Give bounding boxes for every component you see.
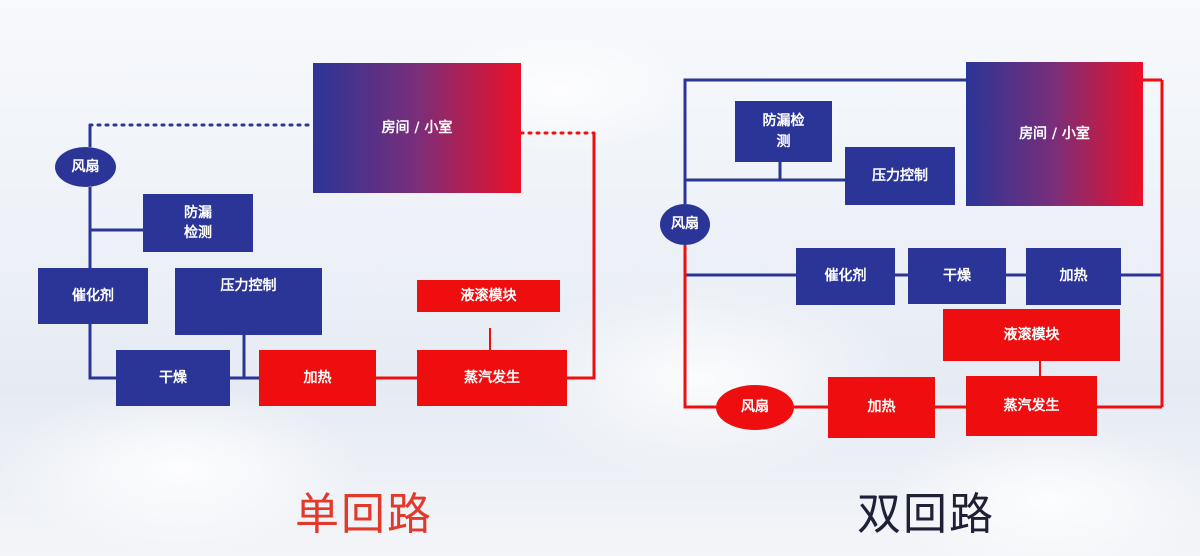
single-catalyst-to-dryer xyxy=(88,324,116,380)
dual-top-heater-box: 加热 xyxy=(1026,248,1121,305)
dual-catalyst-box: 催化剂 xyxy=(796,248,895,305)
dual-pressure-control-box: 压力控制 xyxy=(845,147,955,205)
dual-room-box: 房间 / 小室 xyxy=(966,62,1143,206)
single-heater-box: 加热 xyxy=(259,350,376,406)
dual-bottom-heater-box: 加热 xyxy=(828,377,935,438)
dual-top-loop-line xyxy=(683,78,966,204)
single-dryer-box: 干燥 xyxy=(116,350,230,406)
dual-blue-fan-circle: 风扇 xyxy=(660,204,710,245)
single-leak-detect-box: 防漏 检测 xyxy=(143,194,253,252)
dual-left-red-line xyxy=(683,245,716,409)
dual-liquid-module-box: 液滚模块 xyxy=(943,309,1120,361)
dual-steam-generator-box: 蒸汽发生 xyxy=(966,376,1097,436)
dual-loop-caption: 双回路 xyxy=(857,489,995,540)
dual-leak-detect-box: 防漏检 测 xyxy=(735,101,832,162)
single-liquid-module-box: 液滚模块 xyxy=(417,280,560,312)
single-steam-generator-box: 蒸汽发生 xyxy=(417,350,567,406)
single-loop-caption: 单回路 xyxy=(295,489,433,540)
single-fan-circle: 风扇 xyxy=(55,147,116,187)
single-catalyst-box: 催化剂 xyxy=(38,268,148,324)
single-return-line xyxy=(567,133,596,380)
single-pressure-control-box: 压力控制 xyxy=(175,268,322,335)
single-room-box: 房间 / 小室 xyxy=(313,63,521,193)
dual-dryer-box: 干燥 xyxy=(908,248,1006,304)
dual-red-fan-circle: 风扇 xyxy=(716,385,794,430)
